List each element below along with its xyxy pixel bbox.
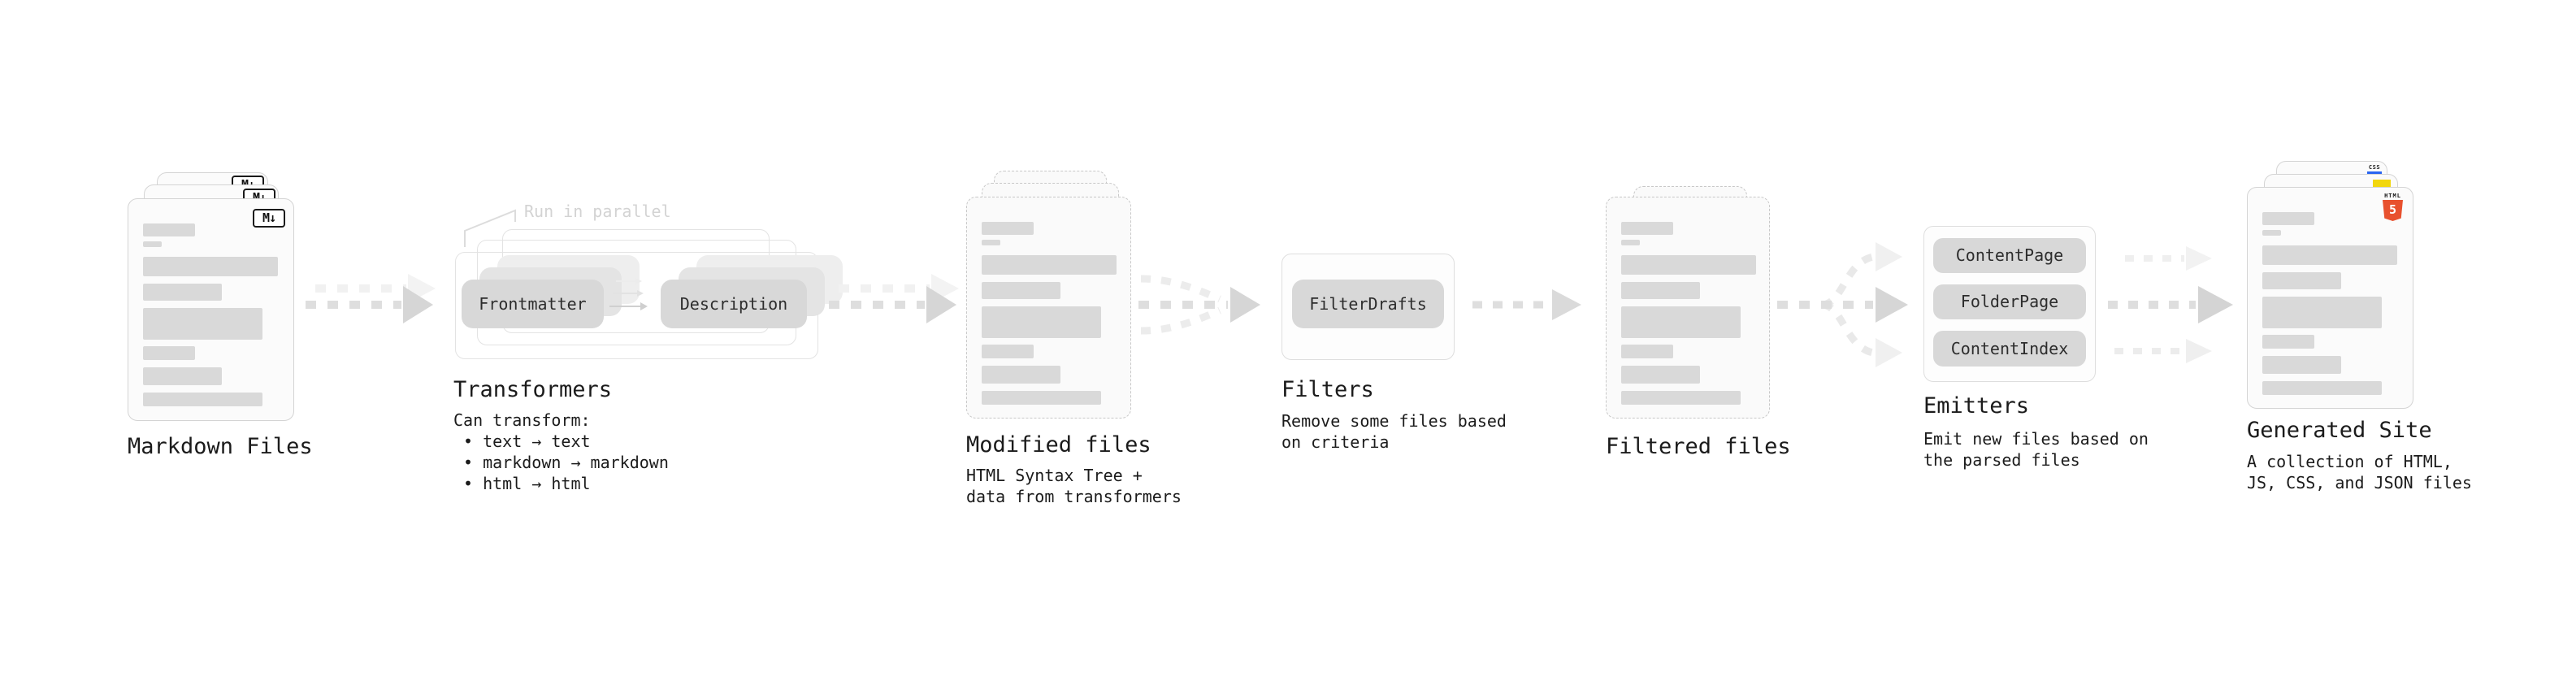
placeholder-bar (1621, 366, 1700, 384)
placeholder-bar (982, 391, 1101, 405)
modified-files-description: HTML Syntax Tree + data from transformer… (966, 465, 1182, 507)
file-card: M↓ (128, 198, 294, 421)
placeholder-bar (143, 223, 195, 236)
description-line: • markdown → markdown (463, 453, 669, 472)
html5-shield: 5 (2383, 200, 2403, 221)
stage-title-filtered-files: Filtered files (1606, 434, 1791, 459)
placeholder-bar (982, 366, 1060, 384)
description-line: • html → html (463, 474, 591, 493)
description-line: Remove some files based (1281, 411, 1507, 431)
document-placeholder-lines (2262, 212, 2397, 395)
document-placeholder-lines (982, 222, 1117, 405)
stage-title-transformers: Transformers (453, 377, 613, 402)
stage-title-generated-site: Generated Site (2247, 418, 2432, 443)
description-line: the parsed files (1923, 450, 2080, 470)
placeholder-bar (982, 306, 1101, 338)
stage-title-markdown-files: Markdown Files (128, 434, 313, 459)
placeholder-bar (982, 282, 1060, 299)
arrow-filtered-to-emitters (1777, 242, 1908, 367)
placeholder-bar (2262, 272, 2341, 289)
filters-description: Remove some files based on criteria (1281, 410, 1507, 453)
placeholder-bar (2262, 381, 2382, 395)
stage-title-filters: Filters (1281, 377, 1374, 402)
placeholder-bar (982, 240, 1000, 245)
placeholder-bar (2262, 335, 2314, 349)
description-line: Emit new files based on (1923, 429, 2149, 449)
transform-flow-arrows (609, 278, 648, 310)
placeholder-bar (982, 345, 1034, 358)
file-card (966, 197, 1131, 419)
placeholder-bar (143, 241, 162, 247)
description-line: A collection of HTML, (2247, 452, 2452, 471)
placeholder-bar (982, 255, 1117, 275)
description-line: • text → text (463, 432, 591, 451)
placeholder-bar (982, 222, 1034, 235)
placeholder-bar (1621, 391, 1741, 405)
markdown-icon: M↓ (253, 209, 285, 228)
transformers-description: Can transform: • text → text • markdown … (453, 410, 669, 494)
placeholder-bar (1621, 282, 1700, 299)
js-icon (2373, 180, 2391, 188)
description-line: HTML Syntax Tree + (966, 466, 1143, 485)
filterdrafts-pill: FilterDrafts (1292, 280, 1444, 328)
placeholder-bar (1621, 222, 1673, 235)
placeholder-bar (143, 308, 262, 340)
placeholder-bar (1621, 240, 1640, 245)
placeholder-bar (143, 367, 222, 385)
run-in-parallel-leader-line (464, 209, 516, 247)
description-line: JS, CSS, and JSON files (2247, 473, 2472, 492)
stage-title-emitters: Emitters (1923, 393, 2030, 419)
stage-title-modified-files: Modified files (966, 432, 1151, 458)
html5-badge-label: HTML (2384, 193, 2401, 199)
description-line: Can transform: (453, 410, 591, 430)
arrow-emitters-to-generated (2108, 246, 2233, 363)
description-pill: Description (661, 280, 807, 328)
frontmatter-pill: Frontmatter (462, 280, 604, 328)
arrow-markdown-to-transformers (306, 274, 436, 323)
placeholder-bar (2262, 356, 2341, 374)
placeholder-bar (143, 393, 262, 406)
folderpage-pill: FolderPage (1933, 284, 2086, 319)
css-badge-label: CSS (2368, 164, 2381, 171)
description-line: on criteria (1281, 432, 1390, 452)
html5-icon: HTML 5 (2383, 193, 2403, 221)
placeholder-bar (1621, 345, 1673, 358)
placeholder-bar (143, 346, 195, 360)
contentpage-pill: ContentPage (1933, 238, 2086, 273)
arrow-transformers-to-modified (829, 274, 959, 323)
css-badge-bar (2367, 171, 2382, 175)
contentindex-pill: ContentIndex (1933, 331, 2086, 367)
emitters-description: Emit new files based on the parsed files (1923, 428, 2149, 471)
arrow-modified-to-filters (1138, 275, 1260, 335)
placeholder-bar (143, 284, 222, 301)
file-card (1606, 197, 1770, 419)
placeholder-bar (2262, 212, 2314, 225)
file-card: HTML 5 (2247, 187, 2413, 409)
arrow-filters-to-filtered (1472, 289, 1581, 320)
placeholder-bar (1621, 306, 1741, 338)
document-placeholder-lines (143, 223, 278, 406)
placeholder-bar (2262, 297, 2382, 328)
document-placeholder-lines (1621, 222, 1756, 405)
placeholder-bar (2262, 245, 2397, 265)
placeholder-bar (1621, 255, 1756, 275)
description-line: data from transformers (966, 487, 1182, 506)
placeholder-bar (2262, 230, 2281, 236)
generated-site-description: A collection of HTML, JS, CSS, and JSON … (2247, 451, 2472, 493)
css3-icon: CSS (2367, 165, 2382, 175)
run-in-parallel-annotation: Run in parallel (524, 202, 671, 221)
placeholder-bar (143, 257, 278, 276)
